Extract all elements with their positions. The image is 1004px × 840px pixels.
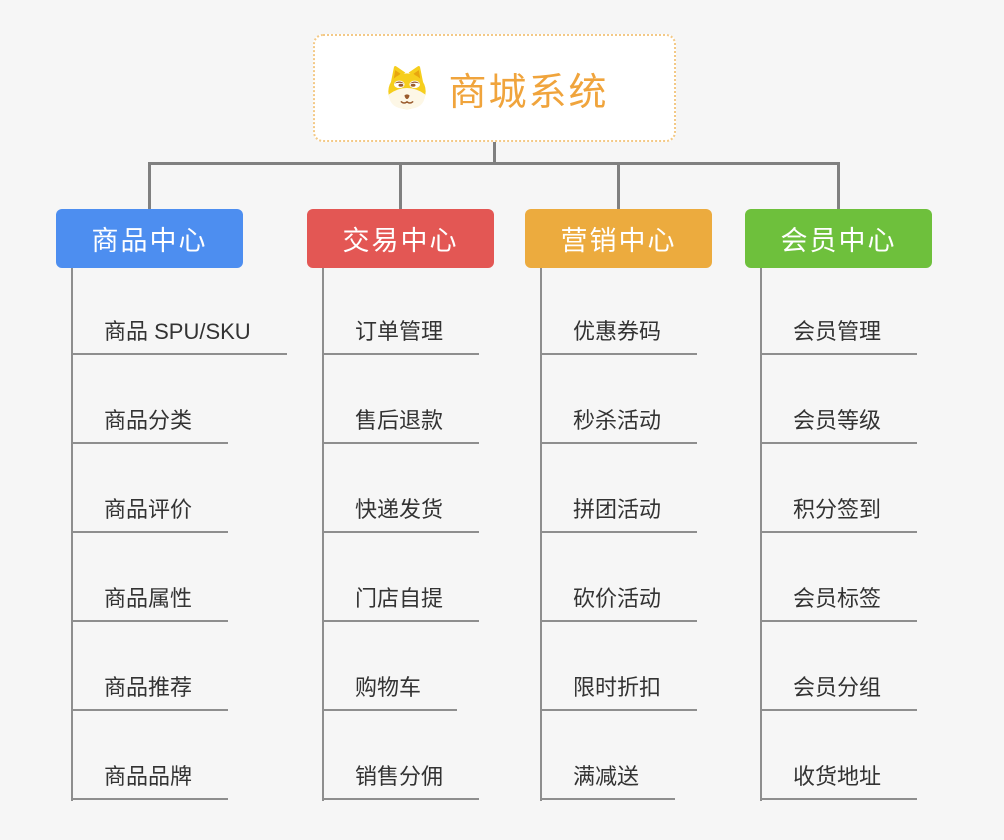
doge-icon — [388, 65, 427, 110]
leaf-node[interactable]: 积分签到 — [760, 493, 918, 533]
leaf-node[interactable]: 满减送 — [540, 760, 676, 800]
connector-branch-drop — [399, 163, 402, 209]
leaf-node[interactable]: 售后退款 — [322, 404, 480, 444]
connector-branch-drop — [837, 163, 840, 209]
leaf-node[interactable]: 限时折扣 — [540, 671, 698, 711]
connector-branch-trunk — [322, 268, 324, 801]
leaf-node[interactable]: 会员等级 — [760, 404, 918, 444]
root-title: 商城系统 — [448, 71, 609, 114]
leaf-node[interactable]: 订单管理 — [322, 315, 480, 355]
leaf-node[interactable]: 收货地址 — [760, 760, 918, 800]
connector-root-stub — [493, 142, 496, 163]
leaf-node[interactable]: 拼团活动 — [540, 493, 698, 533]
branch-node-1[interactable]: 交易中心 — [307, 209, 494, 268]
connector-branch-trunk — [760, 268, 762, 801]
leaf-node[interactable]: 商品 SPU/SKU — [71, 315, 287, 355]
leaf-node[interactable]: 快递发货 — [322, 493, 480, 533]
leaf-node[interactable]: 商品推荐 — [71, 671, 229, 711]
connector-branch-drop — [148, 163, 151, 209]
connector-horizontal-rail — [148, 162, 840, 165]
leaf-node[interactable]: 会员管理 — [760, 315, 918, 355]
branch-node-0[interactable]: 商品中心 — [56, 209, 243, 268]
leaf-node[interactable]: 会员标签 — [760, 582, 918, 622]
branch-node-3[interactable]: 会员中心 — [745, 209, 932, 268]
leaf-node[interactable]: 门店自提 — [322, 582, 480, 622]
leaf-node[interactable]: 会员分组 — [760, 671, 918, 711]
leaf-node[interactable]: 销售分佣 — [322, 760, 480, 800]
leaf-node[interactable]: 商品评价 — [71, 493, 229, 533]
leaf-node[interactable]: 砍价活动 — [540, 582, 698, 622]
leaf-node[interactable]: 商品分类 — [71, 404, 229, 444]
mindmap-root-node[interactable]: 商城系统 — [313, 34, 676, 142]
leaf-node[interactable]: 优惠券码 — [540, 315, 698, 355]
leaf-node[interactable]: 购物车 — [322, 671, 458, 711]
connector-branch-drop — [617, 163, 620, 209]
leaf-node[interactable]: 秒杀活动 — [540, 404, 698, 444]
leaf-node[interactable]: 商品品牌 — [71, 760, 229, 800]
leaf-node[interactable]: 商品属性 — [71, 582, 229, 622]
connector-branch-trunk — [71, 268, 73, 801]
connector-branch-trunk — [540, 268, 542, 801]
branch-node-2[interactable]: 营销中心 — [525, 209, 712, 268]
